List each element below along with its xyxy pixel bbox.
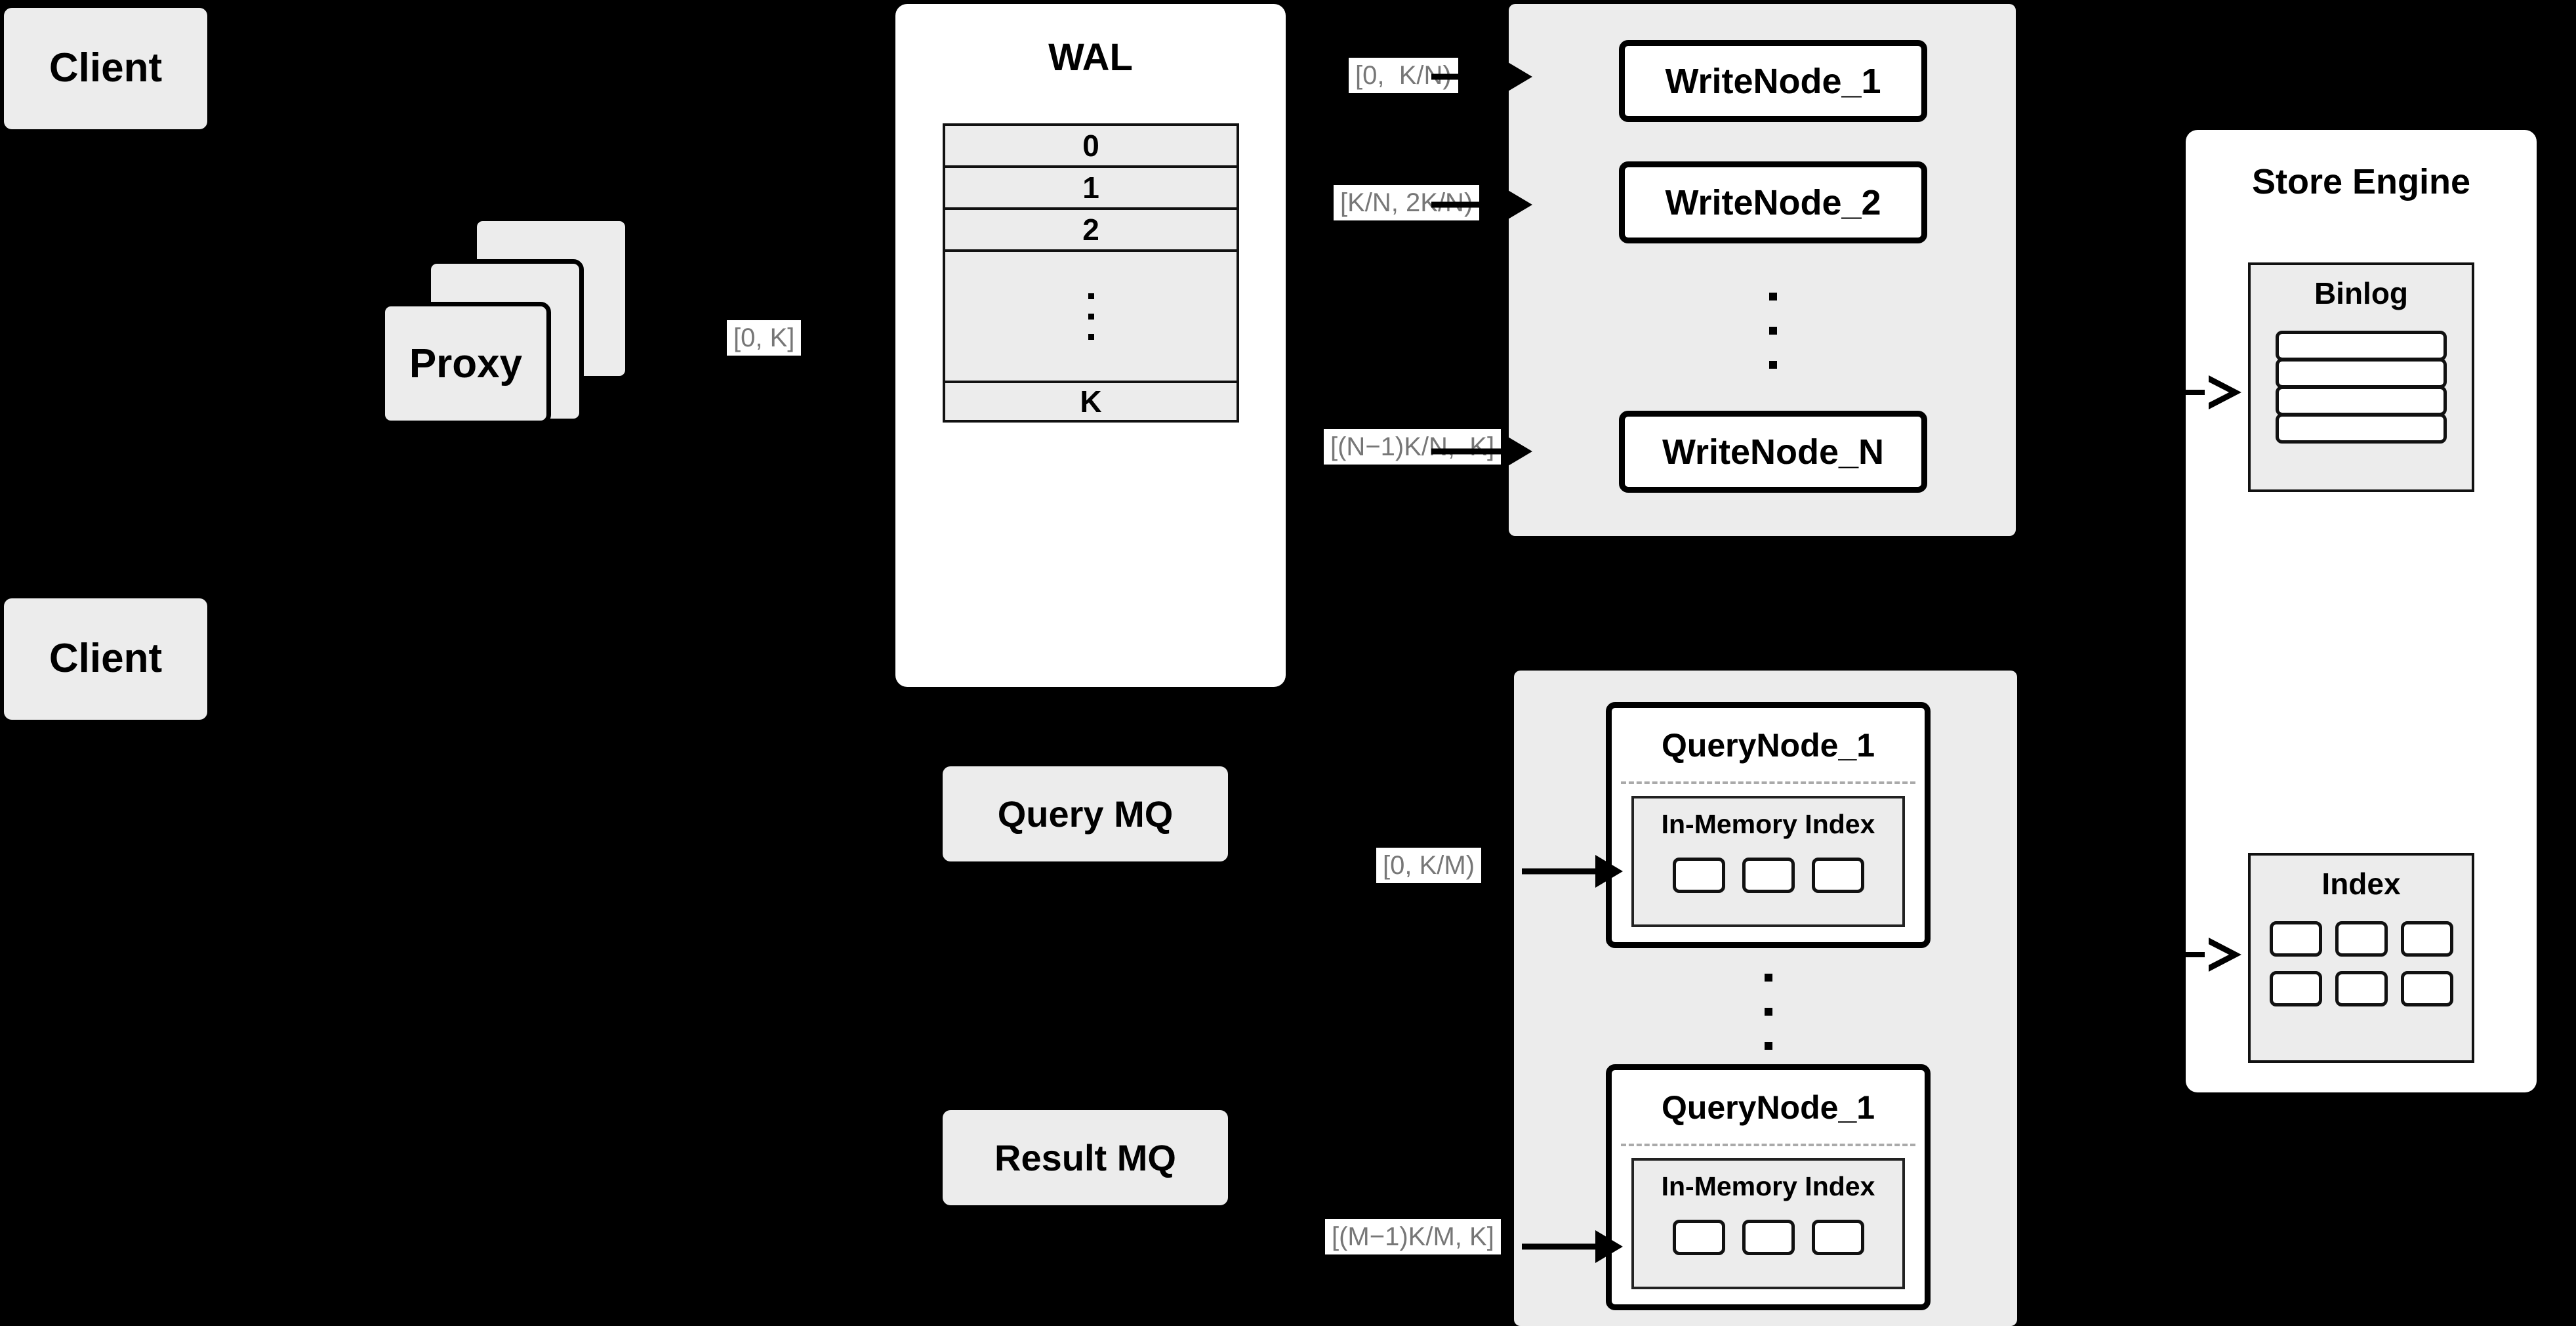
write-node-n[interactable]: WriteNode_N xyxy=(1619,411,1927,493)
wal-title: WAL xyxy=(1048,36,1133,79)
binlog-group: Binlog xyxy=(2248,262,2474,492)
index-cell-grid xyxy=(2251,921,2472,1006)
write-node-1[interactable]: WriteNode_1 xyxy=(1619,40,1927,122)
write-node-1-label: WriteNode_1 xyxy=(1665,61,1881,101)
index-title: Index xyxy=(2321,867,2401,901)
binlog-row xyxy=(2276,413,2447,444)
arrow-shaft xyxy=(1522,1243,1599,1250)
write-node-n-range-label: [(N−1)K/N, K] xyxy=(1324,429,1502,465)
arrow-right-open-icon xyxy=(2205,938,2241,972)
in-memory-index-cells xyxy=(1634,1220,1902,1255)
wal-entry-table: 0 1 2 K xyxy=(943,123,1239,423)
arrow-right-filled-icon xyxy=(1505,60,1532,93)
query-mq-node[interactable]: Query MQ xyxy=(943,766,1228,861)
binlog-row xyxy=(2276,358,2447,388)
proxy-label: Proxy xyxy=(409,341,523,386)
query-node-m-label: QueryNode_1 xyxy=(1661,1089,1875,1126)
vertical-ellipsis-icon xyxy=(1088,293,1094,340)
write-node-n-label: WriteNode_N xyxy=(1662,432,1885,472)
store-engine-panel: Store Engine Binlog Index xyxy=(2186,130,2537,1092)
arrow-shaft xyxy=(2148,390,2214,395)
query-node-m-separator xyxy=(1621,1144,1915,1146)
in-memory-index-title: In-Memory Index xyxy=(1661,809,1875,839)
index-cell xyxy=(1672,1220,1725,1255)
wal-row: 1 xyxy=(943,165,1239,207)
arrow-shaft xyxy=(1431,73,1509,80)
binlog-title: Binlog xyxy=(2314,276,2409,310)
query-node-1-in-memory-index: In-Memory Index xyxy=(1631,796,1905,927)
arrow-right-filled-icon xyxy=(1595,855,1623,888)
arrow-shaft xyxy=(1522,868,1599,875)
index-group: Index xyxy=(2248,853,2474,1063)
index-cell xyxy=(1742,1220,1795,1255)
in-memory-index-title: In-Memory Index xyxy=(1661,1171,1875,1201)
query-node-m[interactable]: QueryNode_1 In-Memory Index xyxy=(1606,1064,1931,1310)
query-node-group: QueryNode_1 In-Memory Index QueryNode_1 … xyxy=(1514,671,2017,1326)
write-node-2-label: WriteNode_2 xyxy=(1665,182,1881,222)
result-mq-label: Result MQ xyxy=(994,1136,1176,1178)
query-node-1-label: QueryNode_1 xyxy=(1661,727,1875,764)
client-node-2[interactable]: Client xyxy=(4,598,207,720)
in-memory-index-cells xyxy=(1634,858,1902,893)
index-cell xyxy=(2269,921,2322,957)
wal-row: 2 xyxy=(943,207,1239,249)
vertical-ellipsis-icon xyxy=(1619,272,1927,390)
wal-row: 0 xyxy=(943,123,1239,165)
query-node-ellipsis xyxy=(1606,963,1931,1061)
wal-row: K xyxy=(943,381,1239,423)
write-node-group: WriteNode_1 WriteNode_2 WriteNode_N xyxy=(1509,4,2016,536)
query-node-m-in-memory-index: In-Memory Index xyxy=(1631,1158,1905,1289)
write-node-ellipsis xyxy=(1619,272,1927,390)
client-node-1[interactable]: Client xyxy=(4,8,207,129)
query-node-m-range-label: [(M−1)K/M, K] xyxy=(1325,1219,1501,1254)
query-node-1-separator xyxy=(1621,781,1915,784)
wal-panel: WAL 0 1 2 K xyxy=(895,4,1286,687)
arrow-shaft xyxy=(1431,448,1509,455)
arrow-right-filled-icon xyxy=(1505,435,1532,468)
arrow-shaft xyxy=(1431,201,1509,208)
query-node-1-range-label: [0, K/M) xyxy=(1376,848,1482,883)
arrow-right-open-icon xyxy=(2205,375,2241,409)
binlog-row xyxy=(2276,386,2447,416)
arrow-right-filled-icon xyxy=(1595,1230,1623,1263)
binlog-row xyxy=(2276,331,2447,361)
result-mq-node[interactable]: Result MQ xyxy=(943,1110,1228,1205)
store-engine-title: Store Engine xyxy=(2251,162,2471,201)
index-cell xyxy=(2269,971,2322,1006)
index-cell xyxy=(2335,971,2388,1006)
vertical-ellipsis-icon xyxy=(1606,963,1931,1061)
arrow-right-filled-icon xyxy=(1505,188,1532,221)
query-mq-label: Query MQ xyxy=(997,793,1174,835)
index-cell xyxy=(1811,858,1864,893)
proxy-card-front[interactable]: Proxy xyxy=(380,302,551,425)
index-cell xyxy=(2400,971,2453,1006)
index-cell xyxy=(2335,921,2388,957)
index-cell xyxy=(1672,858,1725,893)
index-cell xyxy=(2400,921,2453,957)
index-cell xyxy=(1811,1220,1864,1255)
index-cell xyxy=(1742,858,1795,893)
proxy-output-range-label: [0, K] xyxy=(727,320,802,356)
write-node-2[interactable]: WriteNode_2 xyxy=(1619,161,1927,243)
proxy-stack[interactable]: Proxy xyxy=(380,217,669,440)
wal-row-ellipsis xyxy=(943,249,1239,381)
client-node-2-label: Client xyxy=(49,636,163,682)
query-node-1[interactable]: QueryNode_1 In-Memory Index xyxy=(1606,702,1931,948)
binlog-row-stack xyxy=(2276,331,2447,444)
client-node-1-label: Client xyxy=(49,45,163,91)
arrow-shaft xyxy=(2148,952,2214,957)
